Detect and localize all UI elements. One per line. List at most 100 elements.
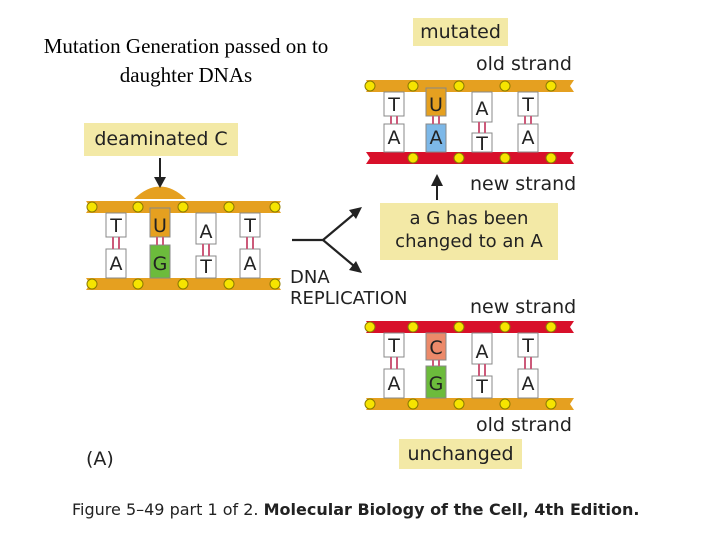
base-box	[383, 123, 405, 153]
base-box	[383, 91, 405, 117]
slide-title-line-1: Mutation Generation passed on to	[43, 34, 329, 58]
phosphate-dot	[545, 398, 557, 410]
arrow-head	[349, 207, 362, 219]
phosphate-dot	[86, 278, 98, 290]
bottom-duplex: T A C G A T T A	[364, 321, 574, 410]
base-letter: A	[522, 127, 535, 149]
old-strand-bottom-label: old strand	[476, 414, 572, 436]
old-strand-backbone	[366, 398, 574, 410]
g-changed-text: a G has been changed to an A	[395, 208, 543, 252]
base-box-cytosine	[425, 332, 447, 361]
base-box-mutated-adenine	[425, 123, 447, 153]
base-letter: C	[429, 337, 442, 359]
phosphate-dot	[132, 278, 144, 290]
phosphate-dot	[223, 201, 235, 213]
phosphate-dot	[223, 278, 235, 290]
phosphate-dot	[499, 80, 511, 92]
phosphate-dot	[407, 321, 419, 333]
base-box	[195, 212, 217, 245]
dna-replication-label: DNA REPLICATION	[290, 267, 408, 309]
base-letter: T	[387, 335, 400, 357]
base-letter: T	[199, 256, 212, 278]
old-strand-backbone	[366, 80, 574, 92]
deaminated-bulge	[134, 186, 186, 199]
base-letter: T	[521, 94, 534, 116]
base-letter: G	[153, 253, 168, 275]
base-letter: A	[200, 221, 213, 243]
base-letter: T	[475, 376, 488, 398]
phosphate-dot	[453, 321, 465, 333]
phosphate-dot	[86, 201, 98, 213]
base-letter: T	[475, 133, 488, 155]
phosphate-dot	[269, 201, 281, 213]
base-box	[517, 332, 539, 358]
base-box	[239, 248, 261, 279]
base-letter: U	[153, 215, 167, 237]
top-duplex: T A U A A T T A	[364, 80, 574, 200]
base-box-uracil	[425, 87, 447, 117]
phosphate-dot	[499, 321, 511, 333]
phosphate-dot	[364, 321, 376, 333]
unchanged-label: unchanged	[399, 439, 522, 469]
phosphate-dot	[132, 201, 144, 213]
base-letter: A	[388, 373, 401, 395]
new-strand-bottom-label: new strand	[470, 296, 577, 318]
base-letter: A	[476, 341, 489, 363]
arrow-head	[431, 174, 443, 186]
replication-fork-arrows	[292, 213, 355, 267]
base-box	[239, 212, 261, 238]
replication-text: REPLICATION	[290, 288, 408, 309]
panel-label: (A)	[86, 448, 114, 470]
base-letter: T	[243, 215, 256, 237]
mutated-text: mutated	[420, 21, 501, 43]
base-letter: T	[521, 335, 534, 357]
base-letter: T	[109, 215, 122, 237]
old-strand-top-label: old strand	[476, 53, 572, 75]
base-box-uracil	[149, 207, 171, 238]
base-letter: U	[429, 94, 443, 116]
figure-caption: Figure 5–49 part 1 of 2. Molecular Biolo…	[72, 500, 639, 519]
phosphate-dot	[407, 398, 419, 410]
base-box	[105, 212, 127, 238]
deaminated-c-label: deaminated C	[84, 123, 238, 156]
base-letter: A	[476, 98, 489, 120]
phosphate-dot	[269, 278, 281, 290]
new-strand-top-label: new strand	[470, 173, 577, 195]
base-box	[471, 332, 493, 365]
phosphate-dot	[177, 278, 189, 290]
slide-title: Mutation Generation passed on to daughte…	[16, 32, 356, 90]
caption-figure: Figure 5–49 part 1 of 2.	[72, 500, 259, 519]
base-box-guanine	[149, 244, 171, 279]
phosphate-dot	[499, 398, 511, 410]
base-letter: A	[388, 127, 401, 149]
base-box-guanine	[425, 365, 447, 399]
mutated-label: mutated	[413, 18, 508, 46]
base-box	[105, 248, 127, 279]
left-duplex: T A U G A T T A	[86, 158, 281, 290]
phosphate-dot	[453, 398, 465, 410]
new-strand-backbone	[366, 152, 574, 164]
phosphate-dot	[499, 152, 511, 164]
base-box	[517, 91, 539, 117]
phosphate-dot	[407, 152, 419, 164]
base-letter: A	[522, 373, 535, 395]
base-box	[517, 123, 539, 153]
base-letter: A	[430, 127, 443, 149]
dna-text: DNA	[290, 267, 330, 288]
phosphate-dot	[545, 80, 557, 92]
new-strand-backbone	[366, 321, 574, 333]
phosphate-dot	[407, 80, 419, 92]
phosphate-dot	[364, 80, 376, 92]
deaminated-c-text: deaminated C	[94, 128, 228, 150]
base-box	[383, 368, 405, 399]
caption-book: Molecular Biology of the Cell, 4th Editi…	[263, 500, 640, 519]
base-box	[383, 332, 405, 358]
base-box	[517, 368, 539, 399]
base-box	[471, 91, 493, 123]
base-box	[471, 375, 493, 399]
base-letter: T	[387, 94, 400, 116]
phosphate-dot	[453, 80, 465, 92]
base-letter: A	[110, 253, 123, 275]
arrow-head	[349, 261, 362, 273]
